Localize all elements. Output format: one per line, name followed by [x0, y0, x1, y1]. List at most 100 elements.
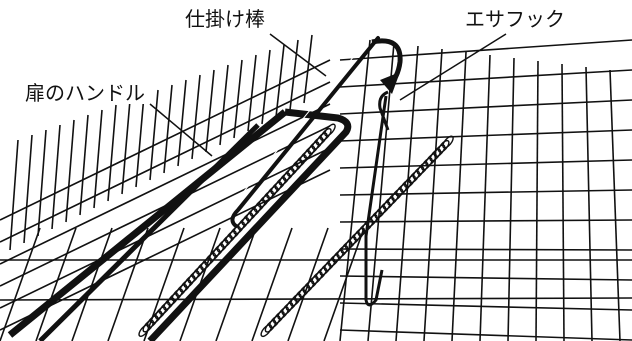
spring-coil — [291, 159, 303, 173]
spring-coil — [387, 192, 399, 206]
mesh-vertical-bar — [423, 48, 443, 341]
spring-coil — [421, 157, 433, 171]
spring-coil — [287, 163, 299, 177]
mesh-vertical-bar — [163, 84, 173, 174]
label-trigger-rod: 仕掛け棒 — [182, 8, 268, 30]
mesh-rail — [339, 302, 632, 311]
mesh-vertical-bar — [121, 99, 131, 195]
spring-coil — [433, 144, 446, 158]
door-handle — [147, 108, 352, 341]
spring-coil — [416, 161, 429, 175]
spring-coil — [303, 145, 316, 159]
spring-coil — [395, 183, 408, 197]
mesh-vertical-bar — [479, 54, 491, 341]
spring-coil — [196, 261, 208, 275]
mesh-rail — [339, 189, 632, 196]
mesh-rail — [339, 39, 632, 61]
spring-coil — [336, 245, 349, 259]
spring-coil — [171, 288, 183, 302]
mesh-vertical-bar — [205, 69, 215, 153]
spring-coil — [241, 212, 254, 226]
mesh-floor-bar — [251, 227, 293, 341]
mesh-rail — [339, 129, 632, 142]
spring-coil — [370, 210, 382, 224]
mesh-vertical-bar — [51, 124, 61, 230]
spring-coil — [179, 279, 192, 293]
mesh-vertical-bar — [149, 89, 159, 181]
mesh-vertical-bar — [219, 64, 229, 146]
spring-coil — [383, 196, 395, 210]
spring-coil — [274, 177, 287, 190]
door-handle-outer — [7, 109, 288, 338]
spring-coil — [229, 226, 241, 239]
spring-coil — [150, 310, 163, 324]
spring-coil — [266, 185, 278, 199]
mesh-vertical-bar — [261, 49, 271, 125]
spring-coil — [285, 297, 298, 311]
mesh-rail — [339, 99, 632, 115]
mesh-vertical-bar — [535, 60, 539, 341]
springs — [138, 123, 454, 338]
spring-coil — [253, 199, 266, 213]
mesh-rail — [339, 329, 632, 341]
spring-coil — [437, 139, 450, 153]
mesh-rail — [0, 103, 331, 265]
spring-coil — [295, 154, 307, 168]
label-bait-hook: エサフック — [462, 8, 568, 30]
leader-bait-hook — [399, 33, 507, 101]
spring-coil — [294, 289, 306, 302]
spring-coil — [260, 324, 273, 338]
spring-coil — [220, 234, 233, 248]
spring-coil — [344, 236, 357, 250]
spring-coil — [425, 153, 437, 166]
spring-coil — [268, 315, 281, 329]
spring-coil — [278, 172, 291, 186]
spring-coil — [311, 136, 324, 150]
mesh-vertical-bar — [65, 119, 75, 223]
spring-coil — [262, 190, 274, 204]
spring-coil — [175, 284, 188, 297]
spring-coil — [306, 275, 319, 289]
spring-coil — [378, 201, 391, 215]
spring-coil — [212, 243, 225, 257]
rotation-arrowhead — [380, 72, 400, 94]
mesh-vertical-bar — [609, 69, 621, 341]
mesh-vertical-bar — [233, 59, 243, 139]
spring-coil — [332, 249, 344, 263]
mesh-vertical-bar — [135, 94, 145, 188]
mesh-floor-bar — [71, 227, 113, 341]
mesh-vertical-bar — [451, 51, 467, 341]
spring-coil — [158, 301, 171, 315]
mesh-vertical-bar — [367, 42, 395, 341]
spring-coil — [408, 170, 420, 184]
spring-coil — [361, 218, 374, 232]
mesh-vertical-bar — [339, 39, 371, 341]
spring-coil — [323, 258, 336, 272]
spring-coil — [391, 188, 404, 202]
spring-coil — [349, 232, 361, 245]
spring-coil — [204, 252, 217, 266]
mesh-vertical-bar — [303, 34, 313, 104]
mesh-vertical-bar — [37, 129, 47, 237]
mesh-rail — [0, 169, 331, 331]
mesh-floor-bar — [323, 227, 365, 341]
spring-coil — [399, 179, 412, 193]
spring-coil — [258, 194, 270, 208]
spring-coil — [315, 267, 327, 281]
bait-hook — [364, 90, 390, 307]
spring-coil — [429, 148, 442, 162]
spring-coil — [277, 306, 289, 320]
spring-coil — [307, 141, 320, 155]
mesh-vertical-bar — [275, 44, 285, 118]
spring-coil — [187, 270, 200, 284]
mesh-rail — [0, 147, 331, 309]
spring-coil — [320, 128, 332, 141]
mesh-floor-bar — [107, 227, 149, 341]
mesh-rail — [339, 159, 632, 169]
mesh-vertical-bar — [79, 114, 89, 216]
mesh-vertical-bar — [23, 134, 33, 244]
spring-coil — [442, 135, 454, 149]
spring-coil — [324, 123, 336, 137]
spring-coil — [192, 266, 204, 280]
spring-coil — [200, 257, 212, 271]
